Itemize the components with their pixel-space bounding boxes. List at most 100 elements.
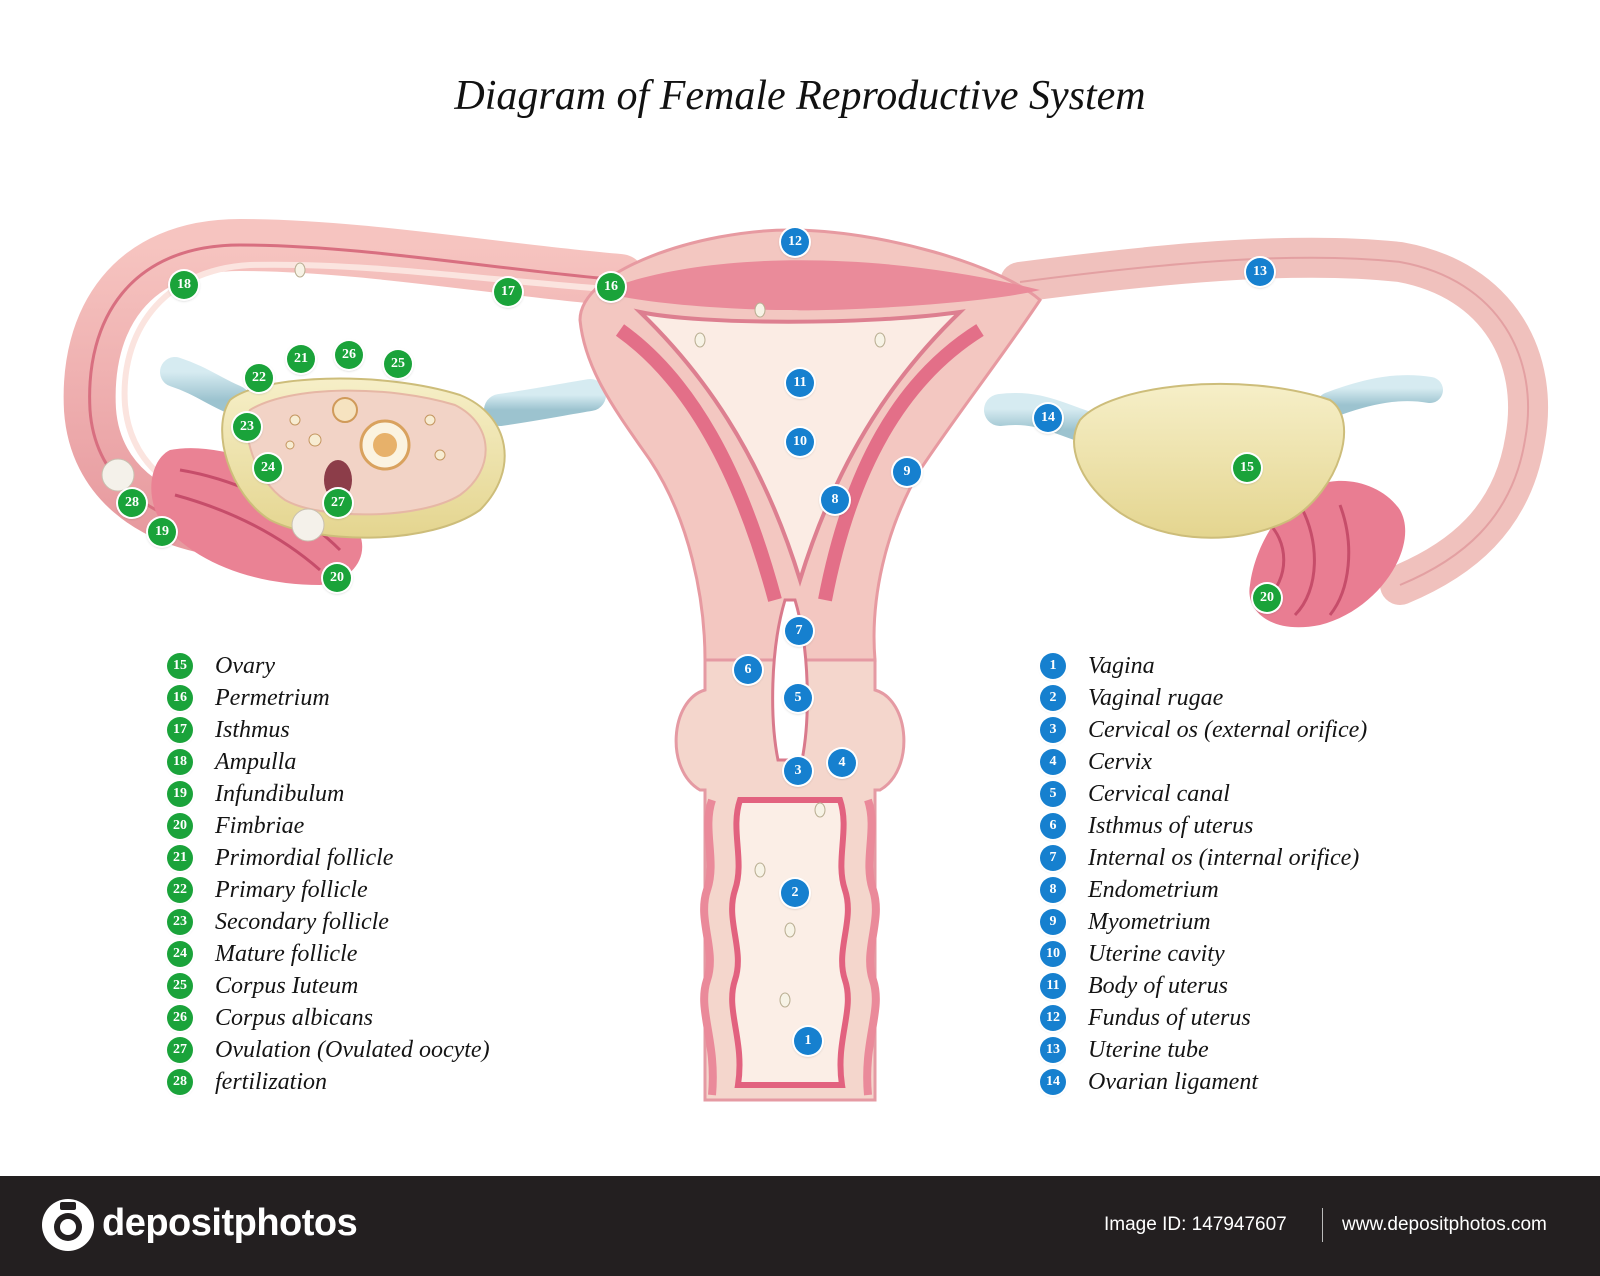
legend-badge: 1	[1040, 653, 1066, 679]
callout-22: 22	[245, 364, 273, 392]
callout-20-left: 20	[323, 564, 351, 592]
site-url-link[interactable]: www.depositphotos.com	[1342, 1214, 1547, 1235]
callout-20-right: 20	[1253, 584, 1281, 612]
legend-badge: 12	[1040, 1005, 1066, 1031]
callout-9: 9	[893, 458, 921, 486]
legend-badge: 16	[167, 685, 193, 711]
image-id-text: Image ID: 147947607	[1104, 1214, 1287, 1235]
callout-6: 6	[734, 656, 762, 684]
legend-badge: 2	[1040, 685, 1066, 711]
callout-27: 27	[324, 489, 352, 517]
legend-label: Ovarian ligament	[1088, 1068, 1258, 1095]
callout-18: 18	[170, 271, 198, 299]
legend-label: Mature follicle	[215, 940, 358, 967]
legend-item: 7 Internal os (internal orifice)	[1040, 842, 1359, 874]
legend-label: Primary follicle	[215, 876, 368, 903]
legend-item: 25 Corpus Iuteum	[167, 970, 358, 1002]
legend-badge: 14	[1040, 1069, 1066, 1095]
brand-name: depositphotos	[102, 1202, 358, 1244]
legend-label: Vagina	[1088, 652, 1155, 679]
callout-21: 21	[287, 345, 315, 373]
legend-badge: 24	[167, 941, 193, 967]
legend-item: 19 Infundibulum	[167, 778, 344, 810]
legend-label: Body of uterus	[1088, 972, 1228, 999]
callout-14: 14	[1034, 404, 1062, 432]
right-ovary	[1073, 382, 1346, 539]
legend-item: 23 Secondary follicle	[167, 906, 389, 938]
legend-badge: 19	[167, 781, 193, 807]
legend-badge: 17	[167, 717, 193, 743]
legend-item: 9 Myometrium	[1040, 906, 1211, 938]
legend-badge: 20	[167, 813, 193, 839]
legend-item: 4 Cervix	[1040, 746, 1152, 778]
callout-12: 12	[781, 228, 809, 256]
legend-badge: 3	[1040, 717, 1066, 743]
legend-label: Ampulla	[215, 748, 297, 775]
legend-badge: 28	[167, 1069, 193, 1095]
callout-13: 13	[1246, 258, 1274, 286]
callout-16: 16	[597, 273, 625, 301]
legend-badge: 25	[167, 973, 193, 999]
legend-badge: 21	[167, 845, 193, 871]
legend-item: 1 Vagina	[1040, 650, 1155, 682]
legend-item: 20 Fimbriae	[167, 810, 304, 842]
legend-badge: 26	[167, 1005, 193, 1031]
legend-badge: 13	[1040, 1037, 1066, 1063]
legend-label: fertilization	[215, 1068, 328, 1095]
legend-item: 24 Mature follicle	[167, 938, 357, 970]
legend-badge: 4	[1040, 749, 1066, 775]
legend-label: Vaginal rugae	[1088, 684, 1224, 711]
footer-divider	[1322, 1208, 1323, 1242]
callout-11: 11	[786, 369, 814, 397]
legend-label: Uterine cavity	[1088, 940, 1225, 967]
callout-15: 15	[1233, 454, 1261, 482]
legend-label: Cervical os (external orifice)	[1088, 716, 1368, 743]
camera-logo-icon	[42, 1199, 94, 1251]
legend-label: Internal os (internal orifice)	[1088, 844, 1360, 871]
legend-item: 17 Isthmus	[167, 714, 290, 746]
callout-26: 26	[335, 341, 363, 369]
callout-17: 17	[494, 278, 522, 306]
legend-label: Fimbriae	[215, 812, 305, 839]
legend-label: Corpus Iuteum	[215, 972, 359, 999]
legend-item: 27 Ovulation (Ovulated oocyte)	[167, 1034, 490, 1066]
legend-badge: 7	[1040, 845, 1066, 871]
legend-badge: 22	[167, 877, 193, 903]
callout-8: 8	[821, 486, 849, 514]
callout-28: 28	[118, 489, 146, 517]
legend-label: Ovulation (Ovulated oocyte)	[215, 1036, 490, 1063]
legend-item: 2 Vaginal rugae	[1040, 682, 1223, 714]
legend-label: Isthmus	[215, 716, 290, 743]
diagram-title: Diagram of Female Reproductive System	[454, 73, 1146, 119]
legend-item: 14 Ovarian ligament	[1040, 1066, 1258, 1098]
legend-item: 3 Cervical os (external orifice)	[1040, 714, 1367, 746]
callout-25: 25	[384, 350, 412, 378]
legend-item: 18 Ampulla	[167, 746, 296, 778]
legend-badge: 27	[167, 1037, 193, 1063]
legend-label: Secondary follicle	[215, 908, 389, 935]
callout-4: 4	[828, 749, 856, 777]
legend-label: Cervix	[1088, 748, 1152, 775]
legend-label: Myometrium	[1088, 908, 1211, 935]
legend-badge: 9	[1040, 909, 1066, 935]
legend-label: Infundibulum	[215, 780, 345, 807]
legend-item: 16 Permetrium	[167, 682, 330, 714]
legend-label: Primordial follicle	[215, 844, 394, 871]
legend-badge: 23	[167, 909, 193, 935]
callout-19: 19	[148, 518, 176, 546]
legend-badge: 8	[1040, 877, 1066, 903]
legend-item: 22 Primary follicle	[167, 874, 368, 906]
legend-item: 28 fertilization	[167, 1066, 327, 1098]
legend-label: Permetrium	[215, 684, 330, 711]
legend-badge: 6	[1040, 813, 1066, 839]
legend-label: Endometrium	[1088, 876, 1219, 903]
callout-1: 1	[794, 1027, 822, 1055]
vaginal-canal	[729, 797, 851, 1088]
legend-badge: 18	[167, 749, 193, 775]
